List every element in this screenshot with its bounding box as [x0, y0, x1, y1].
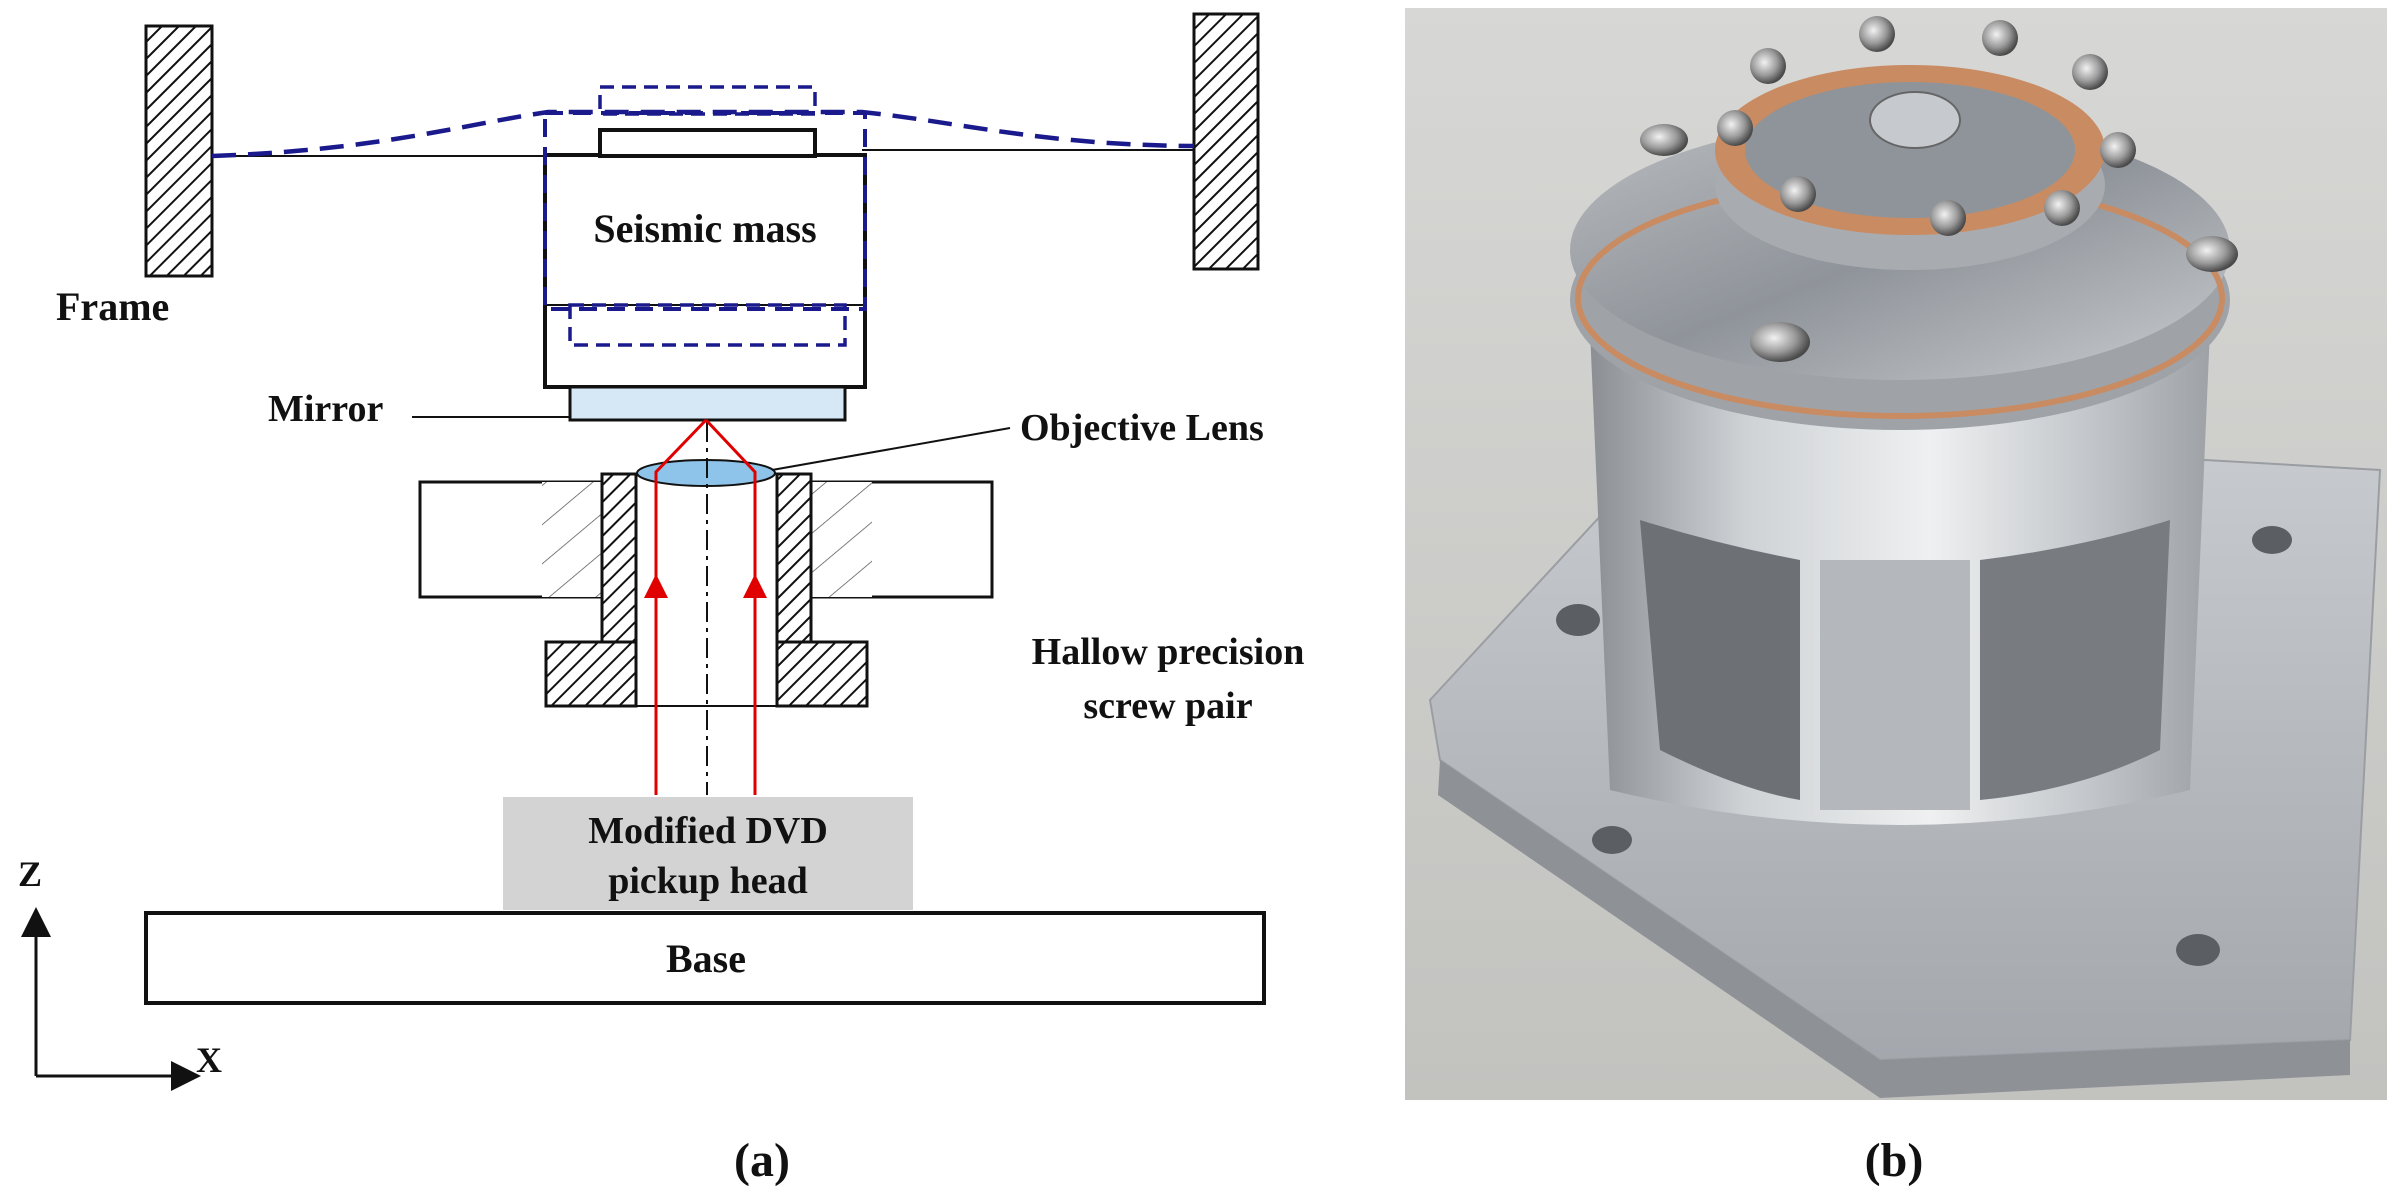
photo-base-hole-1: [1556, 604, 1600, 636]
laser-beam-left: [654, 418, 708, 795]
pickup-head: [503, 797, 913, 910]
photo-cap-inner: [1745, 82, 2075, 218]
base-label: Base: [666, 936, 746, 981]
photo-bolt-icon: [1780, 176, 1816, 212]
photo-bolt-icon: [2044, 190, 2080, 226]
panel-b-caption: (b): [1865, 1134, 1924, 1187]
photo-bolt-icon: [2100, 132, 2136, 168]
pickup-head-label-line2: pickup head: [608, 860, 808, 902]
seismic-mass-label: Seismic mass: [593, 206, 816, 251]
photo-base-hole-2: [2252, 526, 2292, 554]
nut-right: [775, 640, 869, 708]
photo-screw-icon: [2186, 236, 2238, 272]
deflection-top-plate: [598, 85, 817, 116]
photo-bolt-icon: [1859, 16, 1895, 52]
frame-wall-left: [144, 24, 214, 278]
photo-bolt-icon: [1717, 110, 1753, 146]
laser-beam-right: [704, 418, 757, 795]
objective-lens-leader: [771, 427, 1011, 471]
photo-bolt-icon: [1930, 200, 1966, 236]
photo-bolt-icon: [2072, 54, 2108, 90]
base: [144, 911, 1266, 1005]
photo-bolt-icon: [1982, 20, 2018, 56]
axis-x-label: X: [196, 1040, 222, 1080]
screw-pair-label-line1: Hallow precision: [1032, 631, 1305, 673]
photo-base-plate-front: [1438, 760, 2350, 1098]
panel-a-diagram: Seismic mass Mirror Frame Objective Lens: [18, 12, 1305, 1187]
frame-wall-right: [1192, 12, 1260, 271]
photo-base-hole-4: [1592, 826, 1632, 854]
axis-z-label: Z: [18, 854, 42, 894]
screw-pair-label-line2: screw pair: [1083, 685, 1252, 727]
hollow-screw-left: [600, 472, 638, 646]
deflection-mass: [543, 111, 867, 311]
photo-cap-center: [1869, 91, 1961, 149]
photo-window-right: [1980, 520, 2170, 800]
photo-bolt-icon: [1750, 48, 1786, 84]
seismic-mass: [543, 153, 867, 389]
mirror: [568, 385, 847, 422]
photo-center-post: [1820, 560, 1970, 810]
deflection-lower-part: [568, 303, 847, 347]
photo-base-hole-3: [2176, 934, 2220, 966]
panel-a-caption: (a): [734, 1134, 790, 1187]
frame-label: Frame: [56, 284, 169, 329]
screw-thread-left: [542, 482, 602, 597]
screw-thread-right: [812, 482, 872, 597]
objective-lens-label: Objective Lens: [1020, 407, 1264, 449]
photo-screw-icon: [1640, 124, 1688, 156]
nut-left: [544, 640, 638, 708]
seismic-mass-top-plate: [598, 128, 817, 158]
mirror-label: Mirror: [268, 388, 383, 430]
panel-b-photo: (b): [1405, 8, 2387, 1187]
hollow-screw-right: [775, 472, 813, 646]
pickup-head-label-line1: Modified DVD: [588, 810, 828, 852]
photo-window-left: [1640, 520, 1800, 800]
photo-screw-icon: [1750, 322, 1810, 362]
